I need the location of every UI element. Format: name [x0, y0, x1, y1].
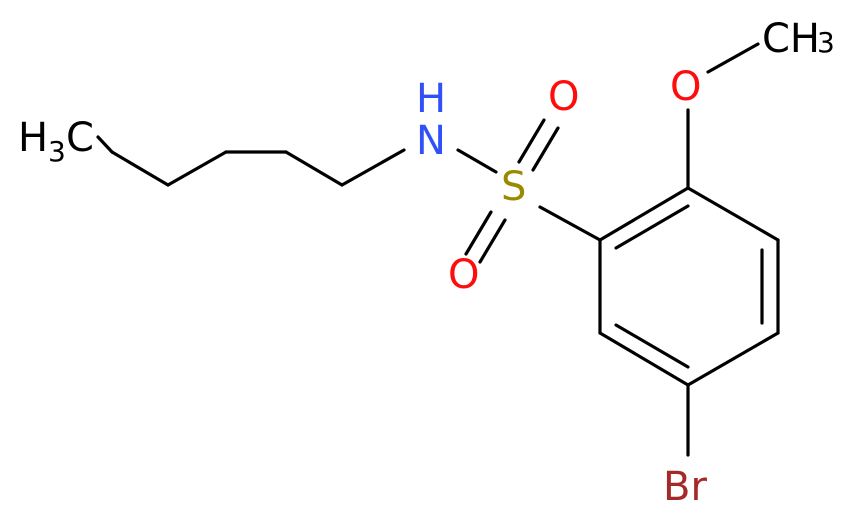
bond-c3-c4 [166, 150, 228, 187]
h3c-h: H [18, 115, 48, 161]
h3c-subscript: 3 [48, 135, 66, 168]
atom-o-top-label: O [548, 74, 579, 120]
bond-methoxy-o-ch3 [706, 42, 760, 74]
atom-h3c-label: H 3 C [18, 115, 94, 168]
ring-bond-5 [598, 331, 690, 387]
atom-o-bottom-label: O [448, 252, 479, 298]
bond-c6-n [340, 148, 406, 187]
bond-s-ring [538, 205, 602, 242]
atom-ch3-label: CH 3 [762, 16, 835, 62]
bond-s-o-top-a [517, 118, 546, 164]
ring-bond-1-inner [614, 204, 690, 250]
nh-h: H [416, 76, 446, 122]
ring-bond-5-inner [614, 323, 690, 369]
bond-n-s [456, 148, 498, 174]
bond-s-o-bottom-a [464, 210, 493, 256]
h3c-c: C [66, 115, 94, 161]
ch3-ch: CH [762, 16, 820, 62]
ring-bond-2 [686, 186, 780, 242]
bond-c5-c6 [284, 150, 344, 187]
bond-c2-c3 [110, 150, 170, 187]
sulfonyl-double-bonds [464, 118, 560, 264]
atom-nh-label: H N [416, 76, 446, 164]
nh-n: N [416, 118, 446, 164]
ring-bond-4 [686, 331, 780, 387]
atom-s-label: S [501, 164, 526, 210]
benzene-ring-bonds [598, 186, 780, 387]
atom-br-label: Br [663, 464, 707, 510]
butyl-chain-bonds [96, 135, 406, 187]
ch3-subscript: 3 [817, 26, 835, 59]
bond-s-o-top-b [531, 126, 560, 172]
bond-s-o-bottom-b [478, 218, 507, 264]
bond-c1-c2 [96, 135, 114, 154]
ring-bond-1 [598, 186, 690, 242]
atom-methoxy-o-label: O [670, 64, 701, 110]
